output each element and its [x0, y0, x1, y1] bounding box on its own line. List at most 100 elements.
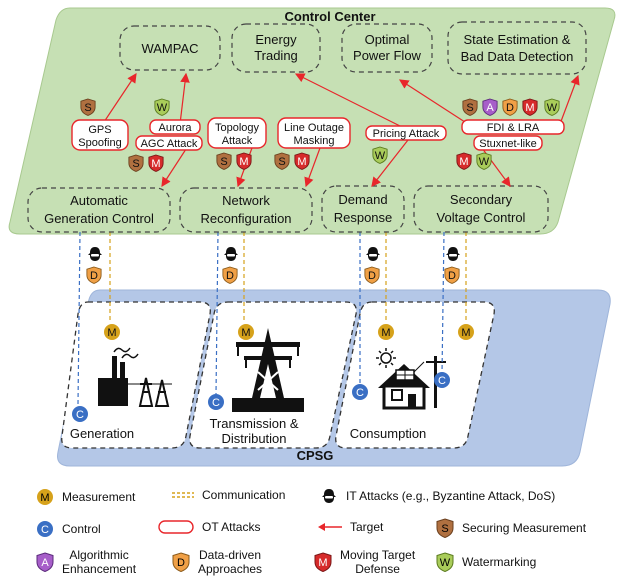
svg-text:FDI & LRA: FDI & LRA — [487, 122, 540, 134]
ot-attack-box-icon — [158, 520, 194, 534]
svg-text:W: W — [547, 102, 558, 114]
legend-communication: Communication — [172, 488, 285, 502]
fdi-lra-attack: FDI & LRA — [461, 119, 565, 135]
svg-text:Topology: Topology — [215, 122, 260, 134]
watermarking-shield-icon: W — [476, 152, 492, 170]
svg-text:Line Outage: Line Outage — [284, 122, 344, 134]
data-driven-shield-icon: D — [222, 266, 238, 284]
optimal-power-flow-box: Optimal Power Flow — [341, 23, 433, 73]
svg-text:M: M — [151, 158, 160, 170]
svg-text:Network: Network — [222, 193, 270, 208]
svg-text:S: S — [84, 102, 91, 114]
legend-ot-attacks-label: OT Attacks — [202, 520, 261, 534]
generation-label: Generation — [70, 426, 134, 441]
svg-text:S: S — [441, 523, 448, 535]
house-icon — [376, 348, 446, 410]
line-outage-masking-attack: Line Outage Masking — [277, 117, 351, 149]
svg-text:M: M — [107, 327, 116, 339]
communication-line-icon — [172, 492, 194, 498]
svg-text:S: S — [220, 156, 227, 168]
energy-trading-box: Energy Trading — [231, 23, 321, 73]
control-icon: C — [434, 372, 450, 388]
wampac-box: WAMPAC — [119, 25, 221, 71]
power-plant-icon — [98, 347, 172, 407]
svg-text:WAMPAC: WAMPAC — [141, 41, 198, 56]
legend-it-attacks: IT Attacks (e.g., Byzantine Attack, DoS) — [320, 488, 555, 504]
legend-control-label: Control — [62, 522, 101, 536]
moving-target-shield-icon: M — [314, 552, 332, 572]
legend-ot-attacks: OT Attacks — [158, 520, 260, 534]
demand-response-box: Demand Response — [321, 185, 405, 233]
control-icon: C — [72, 406, 88, 422]
agc-attack: AGC Attack — [135, 135, 203, 151]
data-driven-shield-icon: D — [502, 98, 518, 116]
svg-text:C: C — [76, 409, 84, 421]
svg-text:W: W — [440, 557, 451, 569]
state-estimation-box: State Estimation & Bad Data Detection — [447, 21, 587, 75]
secondary-voltage-box: Secondary Voltage Control — [413, 185, 549, 233]
control-icon: C — [37, 521, 53, 537]
control-icon: C — [352, 384, 368, 400]
svg-text:M: M — [318, 557, 327, 569]
legend-target: Target — [318, 520, 383, 534]
securing-measurement-shield-icon: S — [128, 154, 144, 172]
algorithmic-enhancement-shield-icon: A — [36, 552, 54, 572]
svg-text:Stuxnet-like: Stuxnet-like — [479, 138, 536, 150]
legend-control: C Control — [36, 520, 101, 538]
transmission-label-1: Transmission & — [209, 416, 298, 431]
moving-target-shield-icon: M — [294, 152, 310, 170]
transmission-label-2: Distribution — [221, 431, 286, 446]
svg-text:Automatic: Automatic — [70, 193, 128, 208]
it-attack-icon — [88, 247, 102, 261]
svg-text:AGC Attack: AGC Attack — [141, 138, 198, 150]
svg-text:S: S — [278, 156, 285, 168]
svg-text:M: M — [461, 327, 470, 339]
network-reconfiguration-box: Network Reconfiguration — [179, 187, 313, 233]
svg-text:Aurora: Aurora — [158, 122, 192, 134]
legend-target-label: Target — [350, 520, 384, 534]
svg-text:Reconfiguration: Reconfiguration — [200, 211, 291, 226]
svg-text:M: M — [297, 156, 306, 168]
target-arrow-icon — [318, 523, 342, 531]
data-driven-shield-icon: D — [444, 266, 460, 284]
moving-target-shield-icon: M — [522, 98, 538, 116]
svg-text:Energy: Energy — [255, 32, 297, 47]
measurement-icon: M — [378, 324, 394, 340]
svg-text:W: W — [157, 102, 168, 114]
control-icon: C — [208, 394, 224, 410]
svg-text:Attack: Attack — [222, 135, 253, 147]
svg-text:Demand: Demand — [338, 192, 387, 207]
securing-measurement-shield-icon: S — [274, 152, 290, 170]
svg-text:Optimal: Optimal — [365, 32, 410, 47]
svg-text:Secondary: Secondary — [450, 192, 513, 207]
transmission-tower-icon — [232, 328, 304, 412]
moving-target-shield-icon: M — [456, 152, 472, 170]
svg-text:D: D — [448, 270, 456, 282]
svg-text:A: A — [41, 557, 49, 569]
svg-text:S: S — [132, 158, 139, 170]
svg-text:Power Flow: Power Flow — [353, 48, 422, 63]
securing-measurement-shield-icon: S — [436, 518, 454, 538]
svg-text:C: C — [356, 387, 364, 399]
it-attack-icon — [224, 247, 238, 261]
measurement-icon: M — [238, 324, 254, 340]
legend-watermarking: W Watermarking — [436, 552, 536, 572]
svg-text:M: M — [239, 156, 248, 168]
algorithmic-enhancement-shield-icon: A — [482, 98, 498, 116]
svg-text:D: D — [177, 557, 185, 569]
data-driven-shield-icon: D — [172, 552, 190, 572]
svg-text:M: M — [525, 102, 534, 114]
measurement-icon: M — [104, 324, 120, 340]
topology-attack: Topology Attack — [207, 117, 267, 149]
watermarking-shield-icon: W — [436, 552, 454, 572]
data-driven-shield-icon: D — [364, 266, 380, 284]
legend-securing-measurement: S Securing Measurement — [436, 518, 586, 538]
measurement-icon: M — [37, 489, 53, 505]
